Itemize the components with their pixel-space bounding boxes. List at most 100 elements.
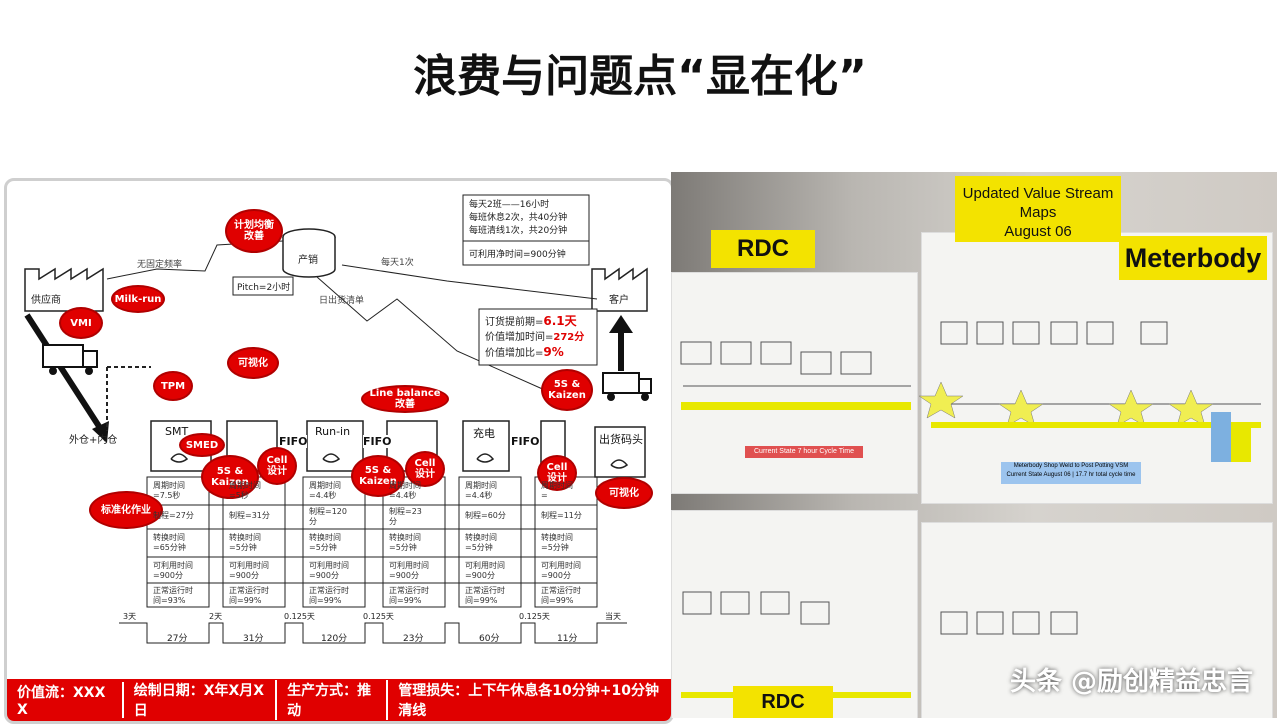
uptime: 正常运行时 间=99% xyxy=(465,586,505,605)
paper-sheet xyxy=(671,510,918,718)
paper-sheet xyxy=(921,522,1273,718)
meterbody-vsm-label: Meterbody Shop Weld to Post Potting VSM … xyxy=(1001,462,1141,484)
changeover-time: 转换时间 =5分钟 xyxy=(389,533,421,552)
process-time: 制程=27分 xyxy=(153,511,194,520)
pitch-label: Pitch=2小时 xyxy=(237,283,291,293)
lead-time-summary: 订货提前期=6.1天 价值增加时间=272分 价值增加比=9% xyxy=(485,314,584,361)
uptime: 正常运行时 间=99% xyxy=(389,586,429,605)
fifo-label: FIFO xyxy=(363,435,392,448)
kaizen-tpm: TPM xyxy=(155,373,191,399)
kaizen-cell-design: Cell 设计 xyxy=(407,453,443,485)
uptime: 正常运行时 间=93% xyxy=(153,586,193,605)
timeline-wait: 0.125天 xyxy=(284,612,315,621)
available-time: 可利用净时间=900分钟 xyxy=(469,250,566,260)
lead-time-line: 订货提前期=6.1天 xyxy=(485,314,584,330)
shift-info: 每天2班——16小时 每班休息2次，共40分钟 每班清线1次，共20分钟 xyxy=(469,199,567,238)
fifo-label: FIFO xyxy=(279,435,308,448)
shift-info-line: 每班清线1次，共20分钟 xyxy=(469,226,568,236)
kaizen-standard-work: 标准化作业 xyxy=(91,493,161,527)
cycle-time: 周期时间 =5秒 xyxy=(229,481,261,500)
available-time: 可利用时间 =900分 xyxy=(389,561,429,580)
fifo-label: FIFO xyxy=(511,435,540,448)
process-smt: SMT xyxy=(165,425,189,438)
changeover-time: 转换时间 =5分钟 xyxy=(541,533,573,552)
available-time: 可利用时间 =900分 xyxy=(541,561,581,580)
kaizen-milk-run: Milk-run xyxy=(113,287,163,311)
sign-rdc-bottom: RDC xyxy=(733,686,833,718)
supplier-label: 供应商 xyxy=(31,295,61,306)
cycle-time: 周期时间 =4.4秒 xyxy=(465,481,497,500)
footer-value-stream: 价值流：XXX X xyxy=(7,682,124,718)
watermark: 头条 @励创精益忠言 xyxy=(1009,667,1253,697)
process-time: 制程=60分 xyxy=(465,511,506,520)
available-time: 可利用时间 =900分 xyxy=(309,561,349,580)
daily-list: 日出货清单 xyxy=(319,296,365,306)
process-time: 制程=120 分 xyxy=(309,507,347,526)
timeline-wait: 3天 xyxy=(123,612,137,621)
value-added-time-label: 价值增加时间= xyxy=(485,332,554,343)
uptime: 正常运行时 间=99% xyxy=(541,586,581,605)
kaizen-vmi: VMI xyxy=(61,309,101,337)
current-state-label: Current State 7 hour Cycle Time xyxy=(745,446,863,458)
timeline-wait: 0.125天 xyxy=(363,612,394,621)
timeline-wait: 当天 xyxy=(605,612,621,621)
timeline-process: 60分 xyxy=(479,634,500,644)
no-fixed-frequency: 无固定频率 xyxy=(137,260,183,270)
timeline-wait: 2天 xyxy=(209,612,223,621)
available-time: 可利用时间 =900分 xyxy=(229,561,269,580)
page-title: 浪费与问题点“显在化” xyxy=(413,51,867,102)
process-time: 制程=31分 xyxy=(229,511,270,520)
process-run-in: Run-in xyxy=(315,425,351,438)
outside-warehouse: 外仓+内仓 xyxy=(69,435,118,446)
control-label: 产销 xyxy=(298,255,318,266)
uptime: 正常运行时 间=99% xyxy=(229,586,269,605)
value-added-ratio-value: 9% xyxy=(543,345,564,359)
kaizen-visual: 可视化 xyxy=(229,349,277,377)
process-shipping-dock: 出货码头 xyxy=(599,433,643,446)
uptime: 正常运行时 间=99% xyxy=(309,586,349,605)
kaizen-visual: 可视化 xyxy=(597,479,651,507)
timeline-wait: 0.125天 xyxy=(519,612,550,621)
timeline-process: 23分 xyxy=(403,634,424,644)
changeover-time: 转换时间 =5分钟 xyxy=(229,533,261,552)
daily-once: 每天1次 xyxy=(381,258,414,268)
value-added-time-value: 272分 xyxy=(553,332,585,343)
footer-management-loss: 管理损失：上下午休息各10分钟+10分钟清线 xyxy=(398,683,659,719)
customer-label: 客户 xyxy=(609,295,629,306)
sign-updated-vsm: Updated Value Stream Maps August 06 xyxy=(955,176,1121,242)
lead-time-label: 订货提前期= xyxy=(485,317,544,328)
value-added-ratio-label: 价值增加比= xyxy=(485,348,544,359)
kaizen-5s: 5S & Kaizen xyxy=(353,457,403,495)
changeover-time: 转换时间 =65分钟 xyxy=(153,533,186,552)
process-time: 制程=11分 xyxy=(541,511,582,520)
changeover-time: 转换时间 =5分钟 xyxy=(309,533,341,552)
timeline-process: 120分 xyxy=(321,634,348,644)
shift-info-line: 每天2班——16小时 xyxy=(469,200,550,210)
kaizen-cell-design: Cell 设计 xyxy=(259,449,295,483)
wall-vsm-photo: Updated Value Stream Maps August 06 RDC … xyxy=(671,172,1277,718)
cycle-time: 周期时间 =7.5秒 xyxy=(153,481,185,500)
footer-production-mode: 生产方式：推动 xyxy=(277,680,389,720)
timeline-process: 31分 xyxy=(243,634,264,644)
changeover-time: 转换时间 =5分钟 xyxy=(465,533,497,552)
sign-meterbody: Meterbody xyxy=(1119,236,1267,280)
process-time: 制程=23 分 xyxy=(389,507,422,526)
cycle-time: 周期时间 =4.4秒 xyxy=(309,481,341,500)
available-time: 可利用时间 =900分 xyxy=(465,561,505,580)
value-added-time-line: 价值增加时间=272分 xyxy=(485,330,584,345)
kaizen-5s: 5S & Kaizen xyxy=(543,371,591,409)
cycle-time: 周期时间 = xyxy=(541,481,573,500)
timeline-process: 11分 xyxy=(557,634,578,644)
shift-info-line: 每班休息2次，共40分钟 xyxy=(469,213,568,223)
cycle-time: 周期时间 =4.4秒 xyxy=(389,481,421,500)
value-added-ratio-line: 价值增加比=9% xyxy=(485,345,584,361)
kaizen-line-balance: Line balance 改善 xyxy=(363,387,447,411)
lead-time-value: 6.1天 xyxy=(543,314,577,328)
kaizen-cell-design: Cell 设计 xyxy=(539,457,575,489)
footer-draw-date: 绘制日期：X年X月X日 xyxy=(124,680,278,720)
kaizen-smed: SMED xyxy=(181,435,223,455)
available-time: 可利用时间 =900分 xyxy=(153,561,193,580)
kaizen-plan-leveling: 计划均衡 改善 xyxy=(227,211,281,251)
process-charging: 充电 xyxy=(473,427,495,440)
timeline-process: 27分 xyxy=(167,634,188,644)
